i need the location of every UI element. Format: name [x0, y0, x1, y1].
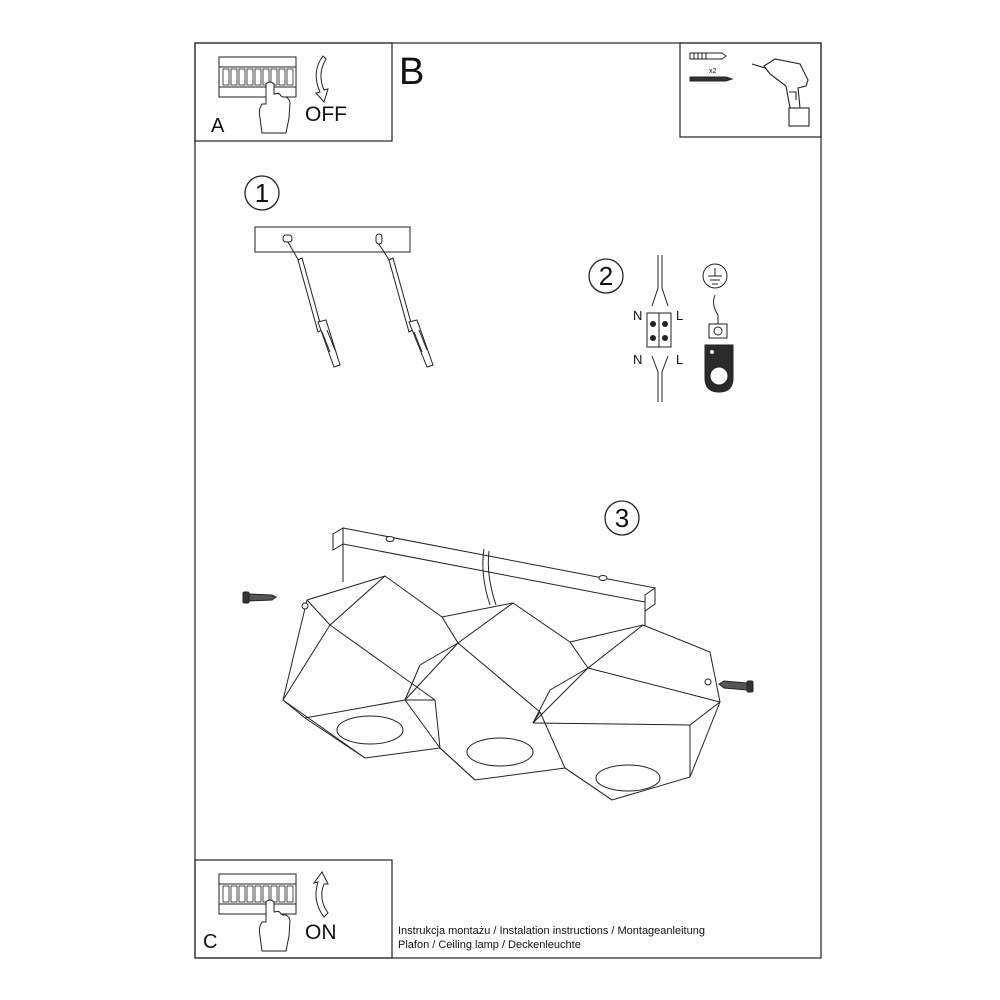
breaker-box-icon [218, 56, 297, 98]
step-2-badge [588, 258, 624, 294]
wire-label-n-top: N [633, 308, 642, 323]
step-1: 1 [244, 175, 434, 368]
wire-label-l-bottom: L [676, 352, 683, 367]
panel-b-letter: B [399, 51, 424, 93]
panel-a-letter: A [211, 115, 225, 137]
terminal-block [646, 255, 672, 402]
screw-left-icon [242, 591, 277, 604]
footer-caption: Instrukcja montażu / Instalation instruc… [398, 924, 705, 952]
arrow-down-icon [315, 55, 329, 103]
step-3: 3 [242, 500, 754, 801]
step-1-badge [244, 175, 280, 211]
step-2: 2 N L N L [588, 255, 734, 402]
wall-anchor-left [287, 241, 341, 368]
footer-line-2: Plafon / Ceiling lamp / Deckenleuchte [398, 939, 581, 951]
mounting-bracket [254, 226, 411, 253]
step-3-badge [604, 500, 640, 536]
breaker-box-icon [218, 873, 297, 915]
ground-icon [702, 263, 728, 289]
step-1-number: 1 [255, 178, 269, 208]
tools-panel: x2 [679, 42, 822, 138]
screw-right-icon [718, 680, 754, 693]
screw-anchor-icon [689, 52, 734, 82]
sheet-border [194, 42, 822, 959]
ceiling-lamp-drawing [282, 527, 721, 801]
hardware-quantity: x2 [709, 68, 717, 75]
footer-line-1: Instrukcja montażu / Instalation instruc… [398, 925, 705, 937]
arrow-up-icon [312, 871, 329, 918]
wire-label-l-top: L [676, 308, 683, 323]
ground-terminal-icon [704, 294, 734, 393]
panel-c: C ON [194, 859, 393, 959]
drill-icon [751, 58, 810, 127]
panel-a: A OFF [194, 42, 393, 142]
hand-icon [258, 899, 291, 952]
panel-a-state: OFF [305, 103, 347, 126]
panel-c-state: ON [305, 921, 337, 944]
hand-icon [258, 81, 291, 134]
step-3-number: 3 [615, 503, 629, 533]
step-2-number: 2 [599, 261, 613, 291]
wire-label-n-bottom: N [633, 352, 642, 367]
wall-anchor-right [378, 243, 434, 368]
panel-c-letter: C [203, 931, 217, 953]
